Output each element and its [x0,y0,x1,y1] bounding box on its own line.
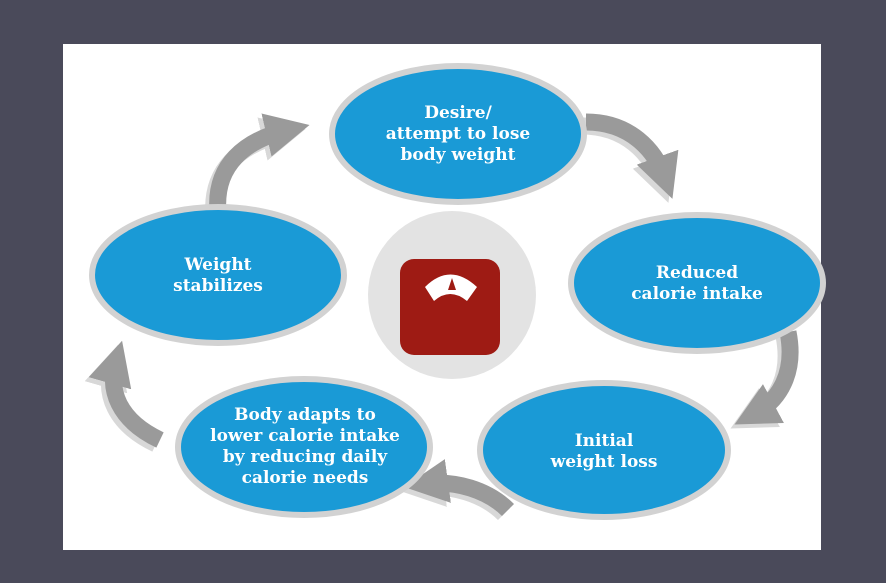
arrow-stabilizes-to-desire [205,113,310,217]
node-label-reduced-calorie-intake: Reduced calorie intake [631,263,763,304]
node-reduced-calorie-intake [568,212,826,354]
node-label-weight-stabilizes: Weight stabilizes [173,255,263,296]
arrow-initial-to-adapts [400,459,515,521]
arrow-adapts-to-stabilizes [84,340,164,452]
node-label-body-adapts: Body adapts to lower calorie intake by r… [210,405,400,488]
bathroom-scale-icon [368,211,536,379]
node-body-adapts [175,376,433,518]
node-weight-stabilizes [89,204,347,346]
node-desire [329,63,587,205]
node-label-desire: Desire/ attempt to lose body weight [385,102,531,165]
node-label-initial-weight-loss: Initial weight loss [550,431,658,472]
arrow-reduced-to-initial [730,330,799,429]
arrow-desire-to-reduced [581,113,679,203]
node-initial-weight-loss [477,380,731,520]
